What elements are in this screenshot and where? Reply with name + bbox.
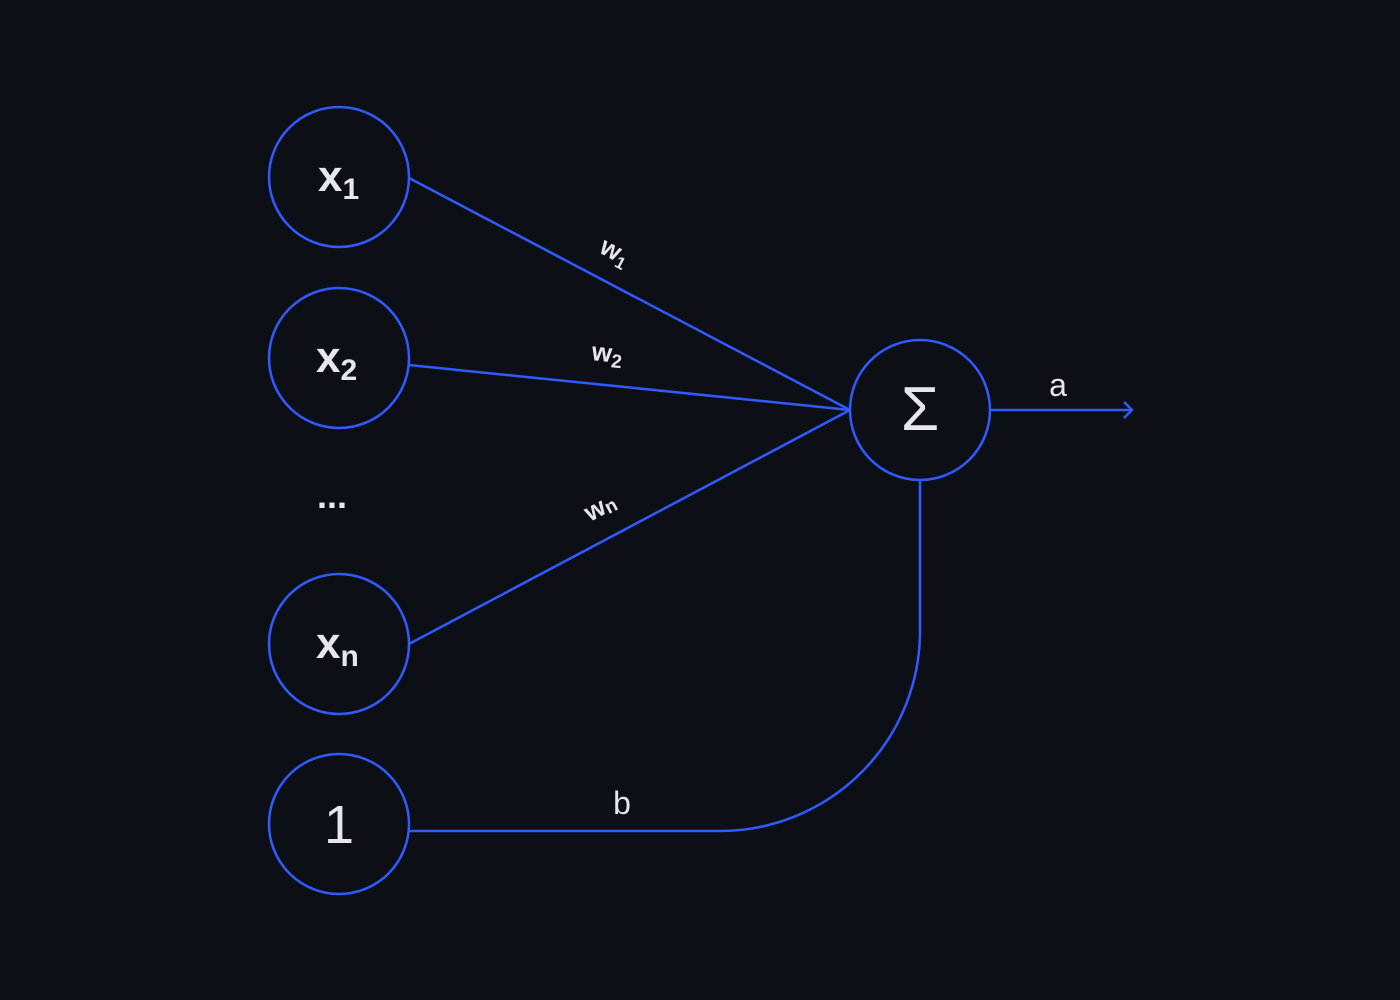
edge-xn xyxy=(408,408,851,646)
input-node-xn: xn xyxy=(267,572,411,716)
edge-x2 xyxy=(408,363,851,412)
svg-text:x2: x2 xyxy=(316,333,357,387)
edge-x1 xyxy=(408,176,851,412)
edge-bias xyxy=(409,480,922,833)
input-node-x2: x2 xyxy=(267,286,411,430)
arrow-head-icon xyxy=(1123,401,1134,419)
weight-label-w2: w2 xyxy=(589,336,624,373)
svg-text:x1: x1 xyxy=(318,152,359,206)
sum-node: Σ xyxy=(848,338,992,482)
ellipsis: ... xyxy=(317,475,347,516)
edges xyxy=(408,176,1134,833)
input-node-x1: x1 xyxy=(267,105,411,249)
output-label: a xyxy=(1049,367,1067,403)
weight-label-wn: wn xyxy=(578,486,622,529)
svg-text:xn: xn xyxy=(316,619,359,673)
bias-node: 1 xyxy=(267,752,411,896)
weight-label-w1: w1 xyxy=(593,230,636,274)
bias-label: b xyxy=(613,785,631,821)
svg-text:Σ: Σ xyxy=(901,375,939,444)
svg-text:1: 1 xyxy=(324,795,354,855)
